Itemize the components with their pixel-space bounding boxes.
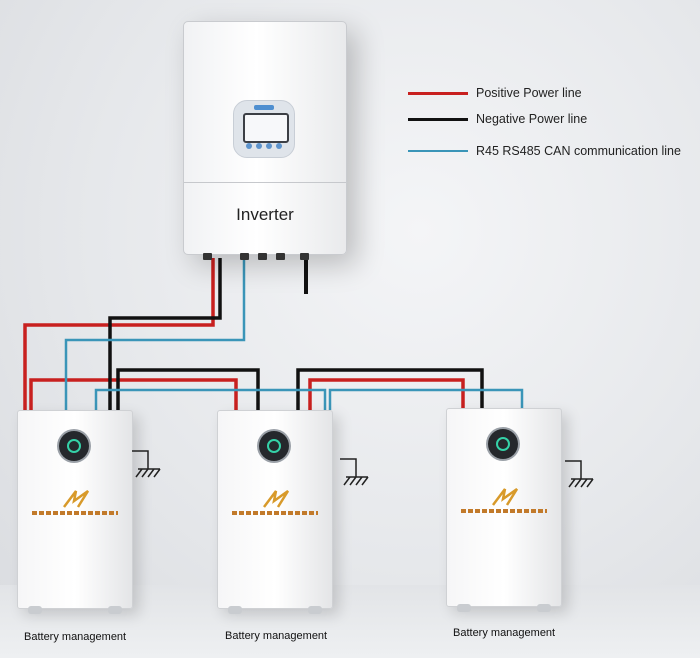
ground-icon xyxy=(565,460,594,488)
battery-brand-mark xyxy=(461,509,547,513)
legend-negative-label: Negative Power line xyxy=(476,112,588,126)
inverter-buttons xyxy=(244,143,284,149)
ground-icon xyxy=(132,450,161,478)
inverter-button xyxy=(276,143,282,149)
battery-label-2: Battery management xyxy=(225,630,328,642)
negative-line-main xyxy=(108,258,222,410)
battery-brand-mark xyxy=(232,511,318,515)
battery-module-1 xyxy=(17,410,133,614)
battery-brand-mark xyxy=(32,511,118,515)
inverter-divider xyxy=(184,182,346,183)
inverter-button xyxy=(266,143,272,149)
inverter-port xyxy=(276,253,285,260)
battery-label-3: Battery management xyxy=(453,627,556,639)
inverter-display xyxy=(243,113,289,143)
battery-dial-icon xyxy=(59,431,89,461)
inverter-control-panel xyxy=(233,100,295,158)
legend-comm-swatch xyxy=(408,150,468,152)
inverter: Inverter xyxy=(183,21,347,255)
positive-line-b1-b2 xyxy=(29,378,238,410)
inverter-port xyxy=(300,253,309,260)
inverter-label: Inverter xyxy=(236,205,294,224)
battery-brand-logo xyxy=(492,487,519,506)
battery-module-2 xyxy=(217,410,333,614)
battery-foot xyxy=(308,606,322,614)
battery-dial-icon xyxy=(488,429,518,459)
battery-module-3 xyxy=(446,408,562,612)
comm-line-b1-b2 xyxy=(94,388,327,410)
comm-line-main xyxy=(64,258,246,410)
battery-brand-logo xyxy=(63,489,90,508)
inverter-button xyxy=(256,143,262,149)
inverter-port xyxy=(258,253,267,260)
inverter-button xyxy=(246,143,252,149)
inverter-logo xyxy=(254,105,274,110)
comm-line-b2-b3 xyxy=(328,388,524,410)
ground-icon xyxy=(340,458,369,486)
legend-positive-label: Positive Power line xyxy=(476,86,582,100)
legend-positive-swatch xyxy=(408,92,468,95)
battery-foot xyxy=(28,606,42,614)
inverter-port xyxy=(240,253,249,260)
positive-line-b2-b3 xyxy=(308,378,465,410)
battery-foot xyxy=(457,604,471,612)
battery-dial-icon xyxy=(259,431,289,461)
inverter-port xyxy=(203,253,212,260)
battery-label-1: Battery management xyxy=(24,631,127,643)
battery-foot xyxy=(537,604,551,612)
legend-comm-label: R45 RS485 CAN communication line xyxy=(476,144,681,158)
positive-line-main xyxy=(23,258,215,410)
battery-foot xyxy=(108,606,122,614)
battery-foot xyxy=(228,606,242,614)
legend-negative-swatch xyxy=(408,118,468,121)
battery-brand-logo xyxy=(263,489,290,508)
